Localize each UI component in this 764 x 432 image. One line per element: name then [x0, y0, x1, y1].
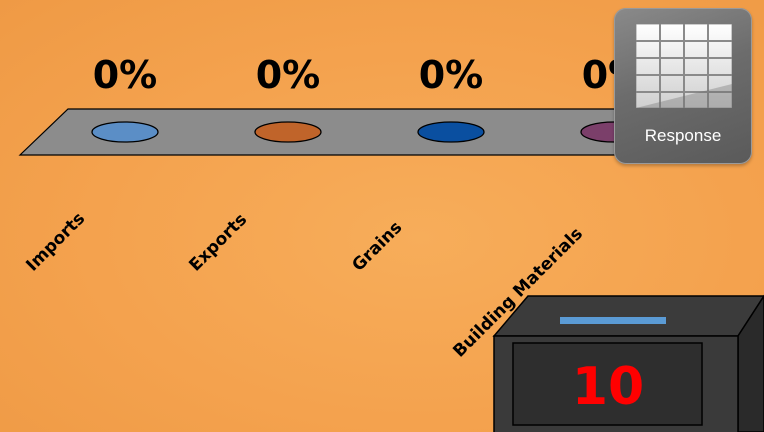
- timer-indicator-light: [560, 317, 666, 324]
- grid-icon: [636, 24, 732, 108]
- response-button-label: Response: [644, 126, 722, 145]
- value-label: 0%: [419, 53, 484, 97]
- value-label: 0%: [256, 53, 321, 97]
- countdown-timer: 10: [492, 294, 764, 432]
- bar-base-grains: [417, 121, 485, 143]
- category-label: Exports: [185, 210, 251, 276]
- bar-base-imports: [91, 121, 159, 143]
- category-label: Imports: [22, 209, 89, 276]
- category-label: Grains: [348, 218, 406, 276]
- value-label: 0%: [93, 53, 158, 97]
- timer-top-face: [492, 295, 764, 337]
- bar-base-exports: [254, 121, 322, 143]
- timer-value: 10: [572, 357, 644, 417]
- response-button[interactable]: Response: [614, 8, 752, 164]
- timer-display-window: [512, 342, 703, 426]
